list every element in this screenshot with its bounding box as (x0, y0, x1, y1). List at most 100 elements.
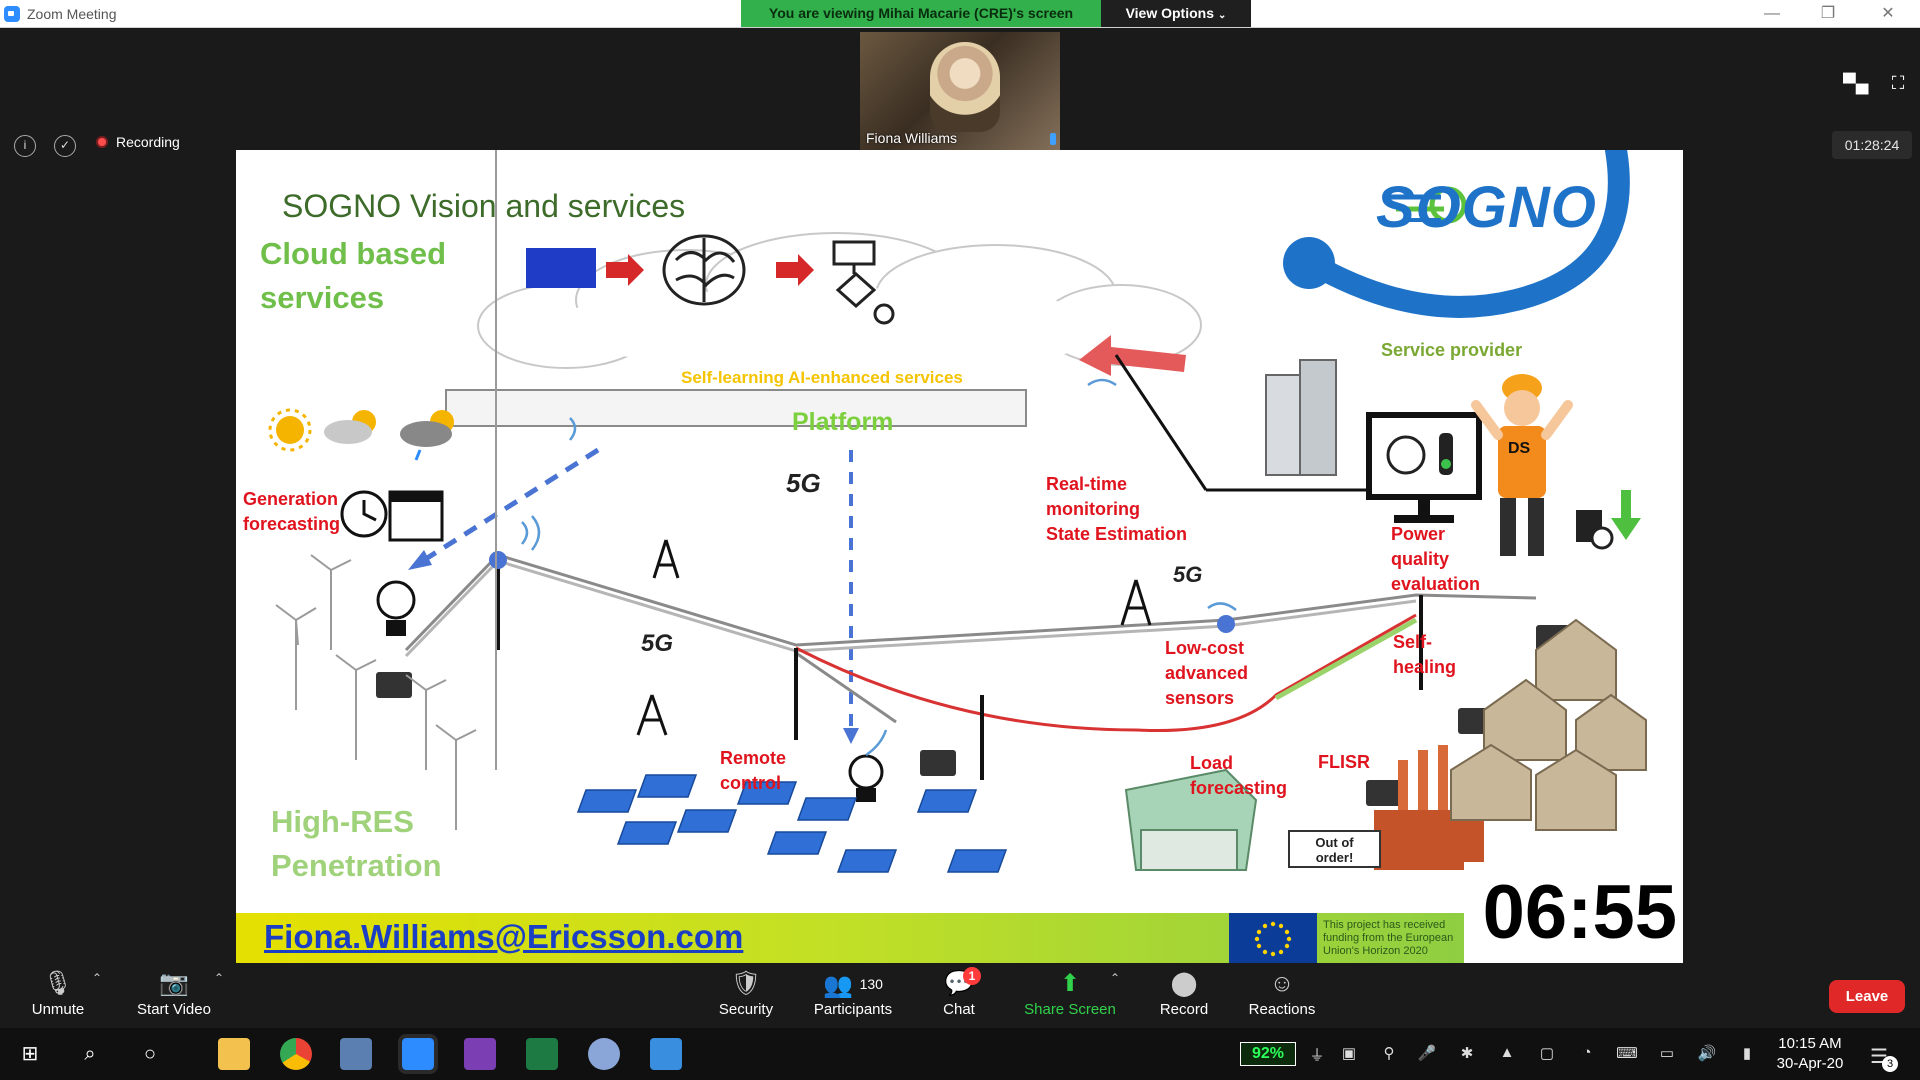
zoom-tray-icon[interactable]: ▢ (1539, 1045, 1555, 1062)
ds-label: DS (1508, 440, 1531, 457)
binary-data-icon (526, 248, 596, 288)
participant-video-tile[interactable]: Fiona Williams (860, 32, 1060, 150)
file-explorer-icon[interactable] (218, 1038, 250, 1070)
recording-dot-icon (96, 136, 108, 148)
generation-forecasting-label: Generation forecasting (243, 487, 340, 537)
zoom-app-icon (4, 6, 20, 22)
flow-arrow-icon (606, 254, 644, 286)
usb-icon[interactable]: ⏚ (1309, 1047, 1325, 1064)
audio-options-caret-icon[interactable]: ⌃ (92, 971, 103, 985)
rain-cloud-icon (400, 410, 454, 461)
participants-label: Participants (813, 1001, 893, 1018)
start-video-button[interactable]: 📷 Start Video (134, 969, 214, 1018)
load-forecasting-line: forecasting (1190, 778, 1288, 798)
volume-icon[interactable]: 🔊 (1697, 1045, 1717, 1062)
5g-badge: 5G (1173, 562, 1203, 587)
photos-icon[interactable] (650, 1038, 682, 1070)
power-quality-label: Power quality evaluation (1391, 522, 1480, 597)
meeting-info-icon[interactable]: i (14, 135, 36, 157)
view-options-button[interactable]: View Options⌄ (1101, 0, 1251, 27)
notification-count-badge: 3 (1882, 1056, 1898, 1072)
sun-icon (268, 408, 312, 452)
restore-button[interactable]: ❐ (1820, 5, 1836, 22)
video-off-icon: 📷 (159, 970, 189, 997)
search-icon[interactable]: ⌕ (84, 1043, 96, 1065)
display-icon[interactable]: ▭ (1659, 1045, 1675, 1062)
out-of-order-line: Out of (1315, 835, 1354, 850)
meeting-controls: 🎙 Unmute ⌃ 📷 Start Video ⌃ 🛡 Security 👥 … (0, 963, 1920, 1028)
close-window-button[interactable]: ✕ (1881, 5, 1895, 22)
cell-tower-icons (636, 539, 1152, 736)
defender-icon[interactable]: ✱ (1460, 1045, 1474, 1062)
reaction-smiley-icon: ☺ (1269, 970, 1295, 997)
window-titlebar: Zoom Meeting You are viewing Mihai Macar… (0, 0, 1920, 28)
participant-name: Fiona Williams (866, 130, 958, 146)
microphone-icon[interactable]: 🎤 (1417, 1045, 1437, 1062)
audio-level-icon (1050, 133, 1056, 145)
eu-star-circle (1254, 921, 1292, 957)
windows-start-icon[interactable]: ⊞ (21, 1043, 39, 1065)
sogno-logo-mark-icon (1386, 186, 1467, 224)
fullscreen-icon[interactable]: ⛶ (1891, 73, 1905, 93)
cost-down-icon (1576, 490, 1641, 550)
wind-turbine-icons (275, 150, 497, 830)
service-arrow-icon (1079, 335, 1186, 376)
sogno-swoosh (1295, 150, 1630, 318)
eu-flag-icon (1229, 913, 1317, 963)
satellite-dish-icon (376, 580, 416, 636)
view-options-label: View Options (1125, 5, 1215, 21)
battery-indicator[interactable]: 92% (1240, 1042, 1296, 1066)
participant-video (930, 42, 1000, 132)
calendar-icon (388, 490, 444, 542)
power-quality-line: evaluation (1391, 574, 1481, 594)
onenote-icon[interactable] (464, 1038, 496, 1070)
recording-indicator[interactable]: Recording (96, 134, 180, 150)
window-title: Zoom Meeting (27, 6, 117, 22)
wireless-signal-icons (521, 378, 1237, 757)
vlc-icon[interactable]: ▲ (1499, 1044, 1515, 1061)
minimize-button[interactable]: — (1764, 5, 1780, 22)
excel-icon[interactable] (526, 1038, 558, 1070)
reactions-button[interactable]: ☺ Reactions (1246, 969, 1318, 1018)
participants-button[interactable]: 👥 130 Participants (808, 969, 898, 1018)
cortana-icon[interactable]: ○ (143, 1043, 157, 1065)
snipping-tool-icon[interactable] (588, 1038, 620, 1070)
network-share-icon[interactable]: ⚲ (1383, 1045, 1395, 1062)
generation-forecasting-line: forecasting (243, 514, 341, 534)
remote-desktop-icon[interactable] (340, 1038, 372, 1070)
video-options-caret-icon[interactable]: ⌃ (214, 971, 225, 985)
chrome-icon[interactable] (280, 1038, 312, 1070)
unmute-button[interactable]: 🎙 Unmute (28, 969, 88, 1018)
remote-control-label: Remote control (720, 746, 786, 796)
share-screen-button[interactable]: ⬆ Share Screen (1022, 969, 1118, 1018)
chat-unread-badge: 1 (963, 967, 981, 985)
share-options-caret-icon[interactable]: ⌃ (1110, 971, 1121, 985)
leave-meeting-button[interactable]: Leave (1829, 980, 1905, 1013)
factory-building-icon (1124, 768, 1258, 871)
screen-share-banner: You are viewing Mihai Macarie (CRE)'s sc… (741, 0, 1101, 27)
zoom-taskbar-icon[interactable] (398, 1034, 438, 1074)
presenter-email-link[interactable]: Fiona.Williams@Ericsson.com (264, 918, 744, 955)
wifi-icon[interactable]: ◔ (1582, 1044, 1592, 1061)
sogno-swoosh-dot (1283, 237, 1335, 289)
speaker-view-icon[interactable]: ▀▄ (1842, 73, 1869, 93)
self-healing-line: healing (1393, 657, 1457, 677)
high-res-line: High-RES (271, 804, 414, 839)
data-flow-arrowhead (843, 728, 859, 744)
house-icons (1450, 618, 1647, 831)
system-clock[interactable]: 10:15 AM 30-Apr-20 (1770, 1034, 1850, 1074)
app-tray-icon[interactable]: ▣ (1341, 1045, 1357, 1062)
language-icon[interactable]: ⌨ (1616, 1045, 1638, 1062)
battery-tray-icon[interactable]: ▮ (1742, 1045, 1752, 1062)
ds-operator-icon (1471, 374, 1573, 556)
security-button[interactable]: 🛡 Security (716, 969, 776, 1018)
encryption-shield-icon[interactable]: ✓ (54, 135, 76, 157)
record-button[interactable]: ⬤ Record (1156, 969, 1212, 1018)
flowchart-icon (832, 240, 895, 325)
layout-controls: ▀▄ ⛶ (1829, 73, 1910, 94)
share-screen-icon: ⬆ (1059, 970, 1081, 997)
chevron-down-icon: ⌄ (1218, 10, 1227, 21)
load-forecasting-label: Load forecasting (1190, 751, 1287, 801)
sensor-node-icon (489, 551, 507, 569)
cloud-services-heading: Cloud based services (260, 232, 446, 320)
